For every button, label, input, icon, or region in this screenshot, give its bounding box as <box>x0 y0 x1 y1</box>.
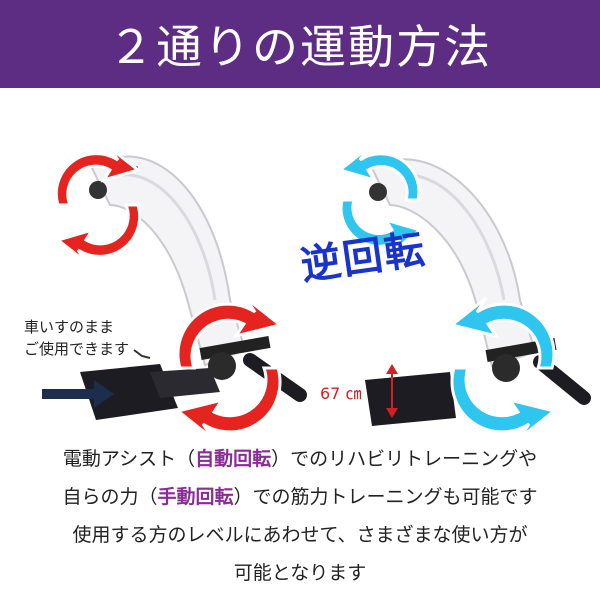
page-title: ２通りの運動方法 <box>108 20 492 74</box>
description: 電動アシスト（自動回転）でのリハビリトレーニングや 自らの力（手動回転）での筋力… <box>0 440 600 592</box>
description-line-4: 可能となります <box>233 562 367 584</box>
reverse-rotation-arrow-lower <box>448 296 558 440</box>
line2-prefix: 自らの力（ <box>62 486 158 508</box>
footplate <box>365 372 456 426</box>
forward-rotation-arrow-lower <box>174 296 284 440</box>
line2-suffix: ）での筋力トレーニングも可能です <box>233 486 538 508</box>
highlight-auto-rotation: 自動回転 <box>195 448 272 470</box>
line1-prefix: 電動アシスト（ <box>62 448 196 470</box>
callout-leader <box>133 349 151 359</box>
hand-grip <box>369 183 387 201</box>
header-banner: ２通りの運動方法 <box>0 0 600 88</box>
wheelchair-line-2: ご使用できます <box>24 340 130 358</box>
highlight-manual-rotation: 手動回転 <box>157 486 234 508</box>
body-seam <box>119 173 217 301</box>
height-label: 67 ㎝ <box>320 384 362 403</box>
description-line-1: 電動アシスト（自動回転）でのリハビリトレーニングや <box>0 440 600 478</box>
wheelchair-callout: 車いすのまま ご使用できます <box>24 316 129 360</box>
pedal-hub <box>208 352 236 380</box>
height-indicator <box>386 364 398 418</box>
wheelchair-line-1: 車いすのまま <box>24 318 115 336</box>
base-bracket <box>150 368 220 398</box>
description-line-2: 自らの力（手動回転）での筋力トレーニングも可能です <box>0 478 600 516</box>
pedal-hub <box>492 354 520 382</box>
footplate-arrow <box>42 380 114 408</box>
hand-grip <box>89 181 107 199</box>
reverse-rotation-arrow-upper <box>336 146 424 254</box>
forward-rotation-arrow-upper <box>54 146 142 264</box>
right-device <box>365 158 591 426</box>
line1-suffix: ）でのリハビリトレーニングや <box>271 448 538 470</box>
description-line-3: 使用する方のレベルにあわせて、さまざまな使い方が <box>72 524 528 546</box>
